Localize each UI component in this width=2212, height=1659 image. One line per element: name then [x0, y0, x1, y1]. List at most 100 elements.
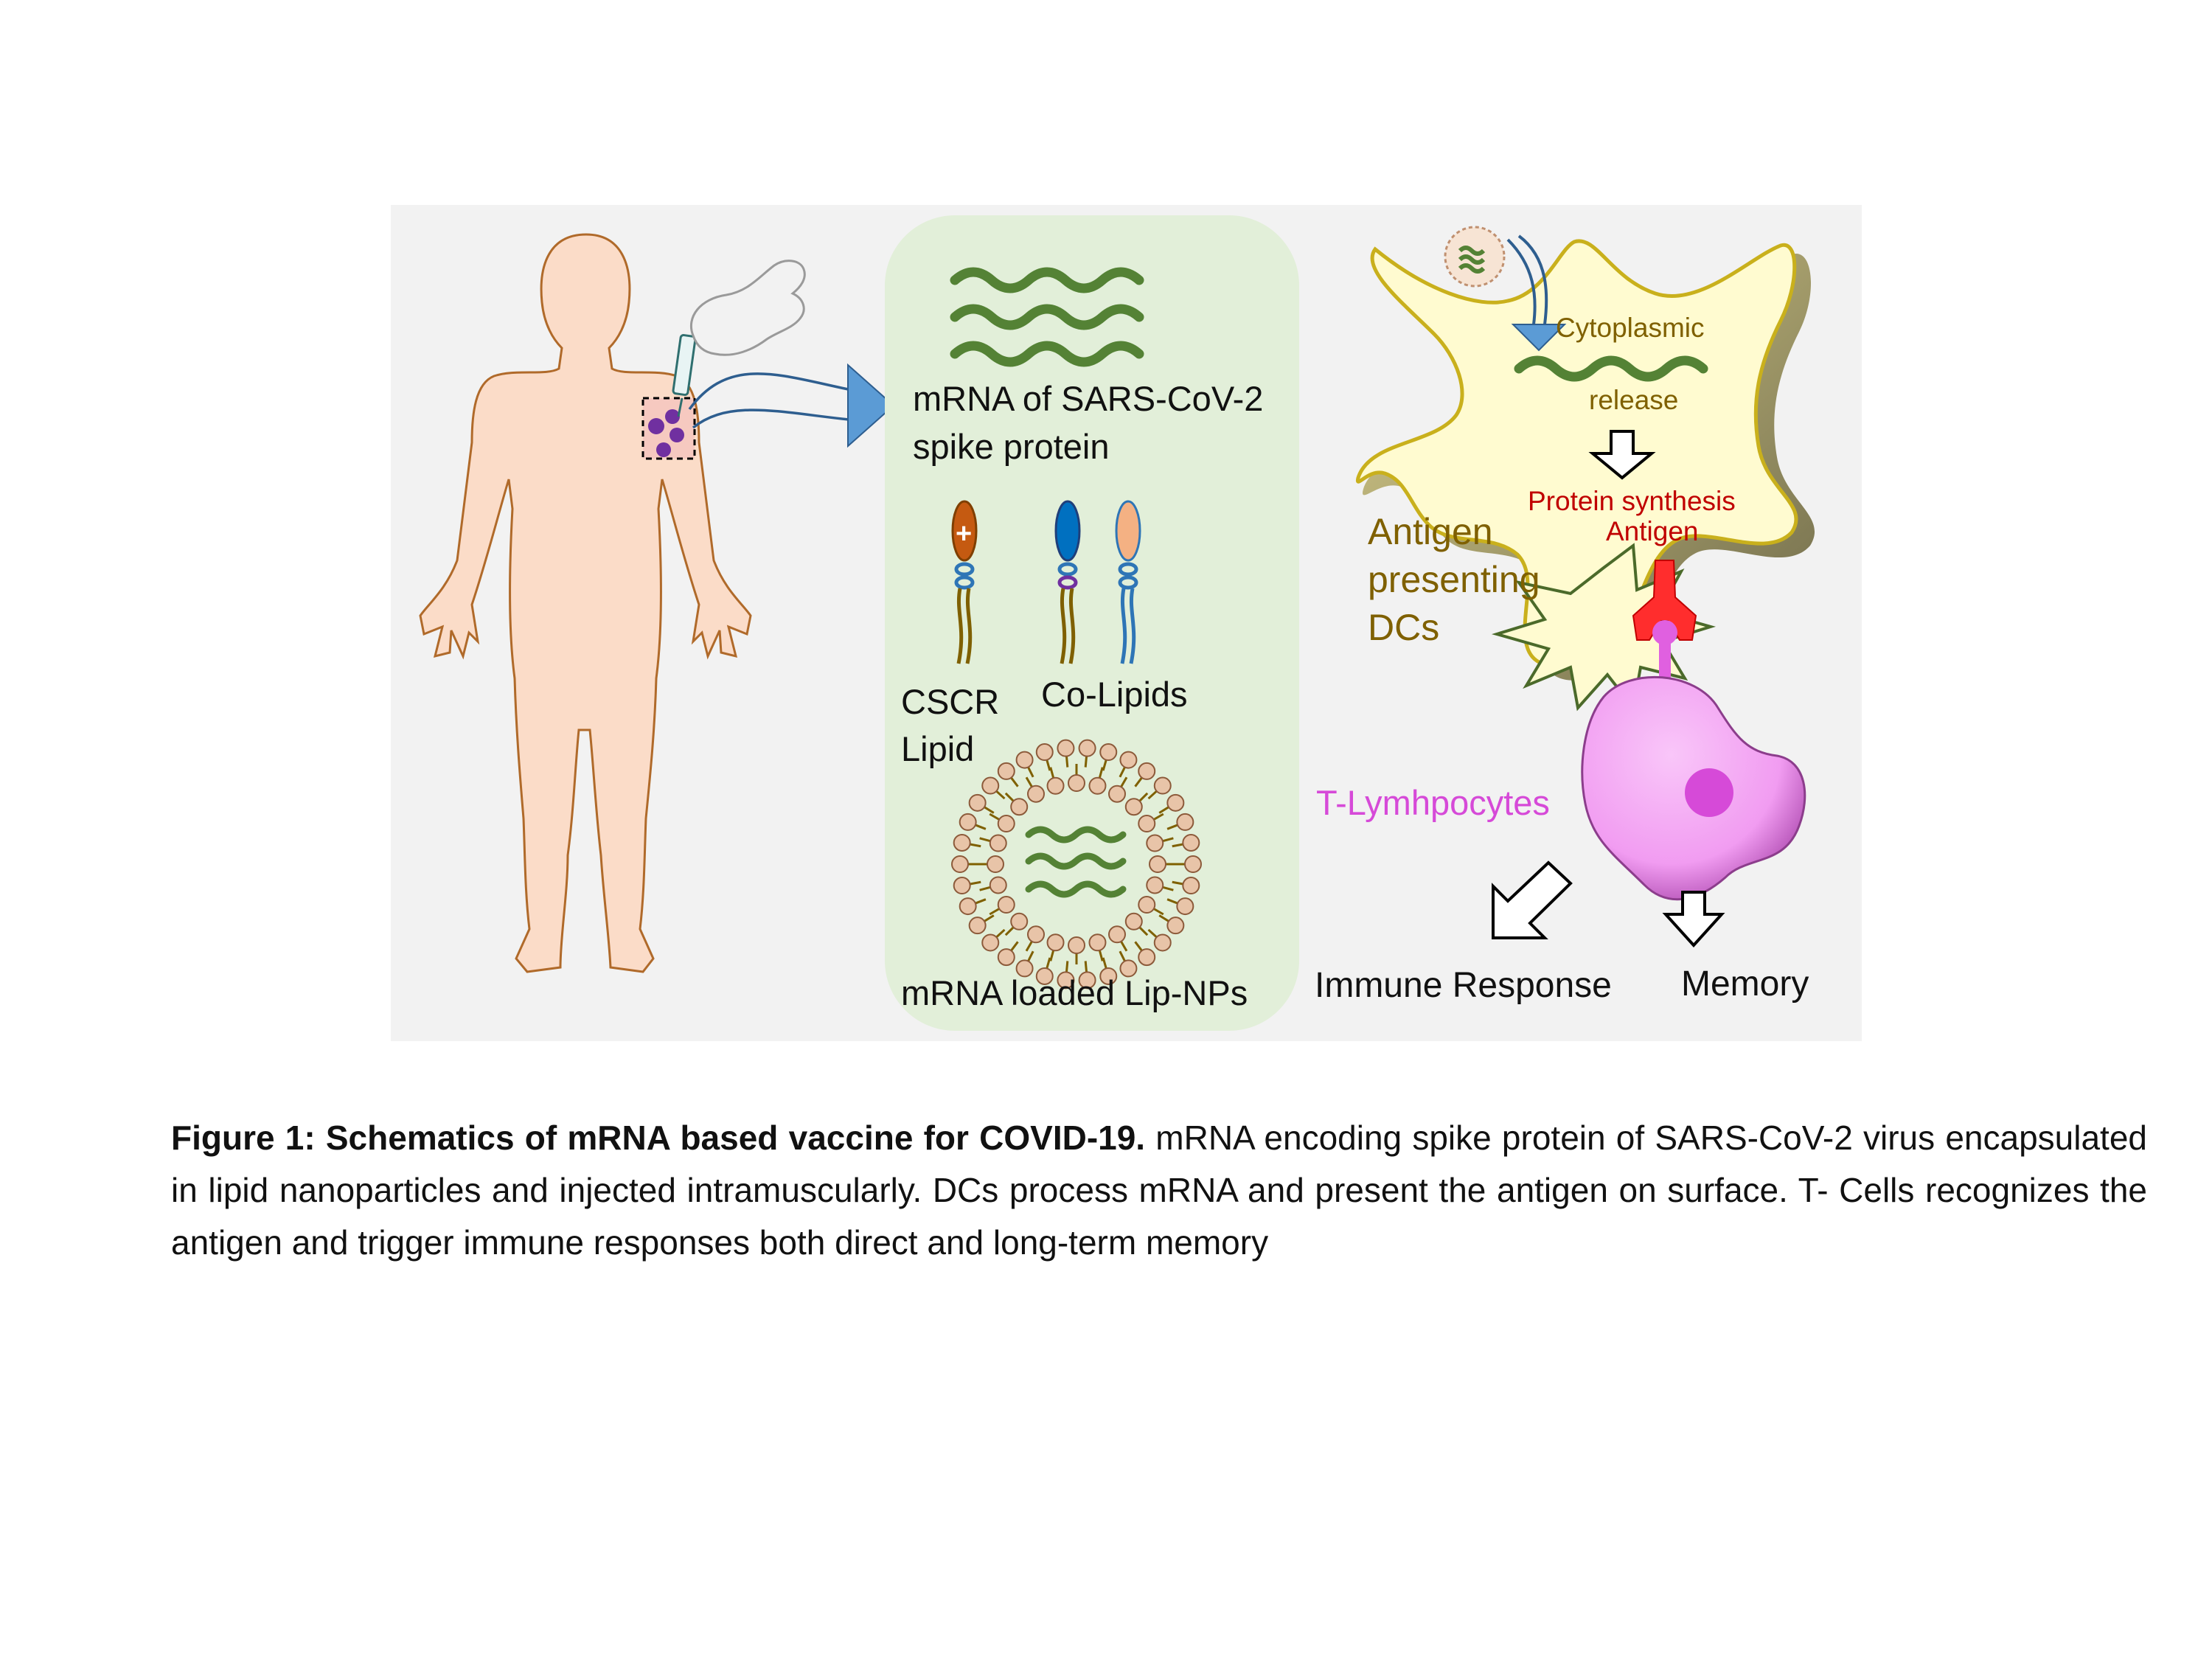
lipid-head: [997, 896, 1015, 914]
lipid-head: [1078, 739, 1096, 757]
memory-label: Memory: [1681, 964, 1809, 1004]
lipid-head: [1108, 925, 1126, 944]
lipid-head: [1057, 739, 1075, 757]
vaccine-components-panel: [885, 215, 1299, 1031]
lipid-head: [968, 917, 987, 935]
lipid-head: [1176, 813, 1194, 831]
lipid-head: [1027, 785, 1045, 803]
caption-text: mRNA encoding spike protein of SARS-CoV-…: [171, 1119, 2147, 1262]
colipids-label: Co-Lipids: [1041, 675, 1188, 714]
lipid-head: [1035, 967, 1054, 985]
lipid-head: [1146, 876, 1164, 894]
lipid-head: [1046, 933, 1065, 952]
injected-particle: [665, 409, 680, 424]
lipid-head: [1068, 774, 1085, 792]
mrna-label-line1: mRNA of SARS-CoV-2: [913, 379, 1263, 418]
memory-arrow: [1662, 891, 1725, 947]
lipid-head: [1027, 925, 1045, 944]
small-lnp-icon: [1444, 226, 1506, 288]
protein-synthesis-label: Protein synthesis: [1528, 486, 1736, 516]
lipid-head: [1124, 912, 1143, 931]
lipid-head: [1138, 896, 1156, 914]
immune-response-arrow: [1492, 860, 1573, 939]
lipid-head: [1166, 793, 1185, 812]
lipid-head: [1035, 743, 1054, 762]
lipid-head: [1015, 959, 1034, 978]
dendritic-cell: Cytoplasmic release Protein synthesis An…: [1355, 226, 1815, 681]
lipid-head: [1182, 877, 1200, 895]
lipid-head: [1119, 751, 1138, 769]
lipid-head: [1057, 971, 1075, 990]
lipid-head: [1138, 762, 1156, 780]
lipid-head: [1108, 785, 1126, 803]
lipid-head: [1010, 798, 1029, 816]
cscr-label-line2: Lipid: [901, 729, 974, 768]
apc-label-line2: presenting: [1368, 559, 1540, 600]
lnp-label: mRNA loaded Lip-NPs: [901, 973, 1248, 1012]
lipid-head: [981, 933, 1000, 952]
t-cell-nucleus: [1685, 768, 1733, 817]
plus-sign: +: [956, 518, 972, 549]
cytoplasmic-label: Cytoplasmic: [1556, 313, 1705, 343]
lipid-head: [1153, 933, 1172, 952]
lipid-nanoparticle-icon: [951, 739, 1202, 990]
cscr-lipid-icon: +: [951, 500, 978, 664]
figure-caption: Figure 1: Schematics of mRNA based vacci…: [171, 1112, 2147, 1269]
immune-response-label: Immune Response: [1315, 966, 1612, 1005]
lipid-head: [1119, 959, 1138, 978]
lipid-head: [989, 834, 1007, 852]
lipid-head: [989, 876, 1007, 894]
lipid-head: [968, 793, 987, 812]
lipid-head: [951, 855, 969, 873]
lipid-head: [1138, 815, 1156, 832]
antigen-label: Antigen: [1606, 516, 1699, 546]
lipid-head: [953, 877, 971, 895]
down-arrow-icon: [1588, 430, 1656, 480]
lipid-head: [1176, 897, 1194, 916]
lipid-head: [953, 833, 971, 852]
lipid-head: [1153, 776, 1172, 795]
release-label: release: [1589, 385, 1678, 415]
apc-label-line1: Antigen: [1368, 511, 1493, 552]
lipid-head: [1184, 855, 1202, 873]
lipid-head: [1068, 936, 1085, 954]
uptake-arrow: [1506, 238, 1537, 325]
lipid-head: [1138, 948, 1156, 967]
co-lipid-icon: [1115, 500, 1141, 664]
lipid-head: [1010, 912, 1029, 931]
lipid-head: [1124, 798, 1143, 816]
lipid-head: [959, 813, 977, 831]
lipid-head: [981, 776, 1000, 795]
cscr-label-line1: CSCR: [901, 682, 999, 721]
lipid-head: [1182, 833, 1200, 852]
antigen-tcr-complex: [1632, 560, 1697, 678]
human-body-figure: [419, 233, 895, 973]
dendritic-cell-body: [1355, 239, 1798, 668]
lipid-head: [997, 948, 1015, 967]
lipid-head: [1146, 834, 1164, 852]
injected-particle: [669, 428, 684, 442]
mrna-label-line2: spike protein: [913, 427, 1110, 466]
lipid-head: [997, 815, 1015, 832]
gloved-hand-icon: [689, 260, 806, 356]
lipid-head: [1078, 971, 1096, 990]
lipid-head: [1149, 855, 1166, 873]
lipid-head: [1088, 933, 1107, 952]
caption-title: Figure 1: Schematics of mRNA based vacci…: [171, 1119, 1146, 1157]
flow-curve-upper: [688, 372, 856, 411]
lipid-head: [959, 897, 977, 916]
flow-curve-lower: [692, 408, 856, 429]
t-lymphocyte-label: T-Lymhpocytes: [1316, 783, 1550, 822]
apc-label-line3: DCs: [1368, 607, 1439, 648]
co-lipid-icon: [1054, 500, 1081, 664]
lipid-head: [1099, 743, 1118, 762]
lipid-head: [1166, 917, 1185, 935]
lipid-head: [1099, 967, 1118, 985]
injected-particle: [656, 442, 671, 457]
injected-particle: [648, 418, 664, 434]
uptake-arrowhead: [1511, 324, 1567, 352]
lipid-head: [987, 855, 1004, 873]
syringe-icon: [672, 334, 697, 417]
lipid-head: [1088, 776, 1107, 795]
